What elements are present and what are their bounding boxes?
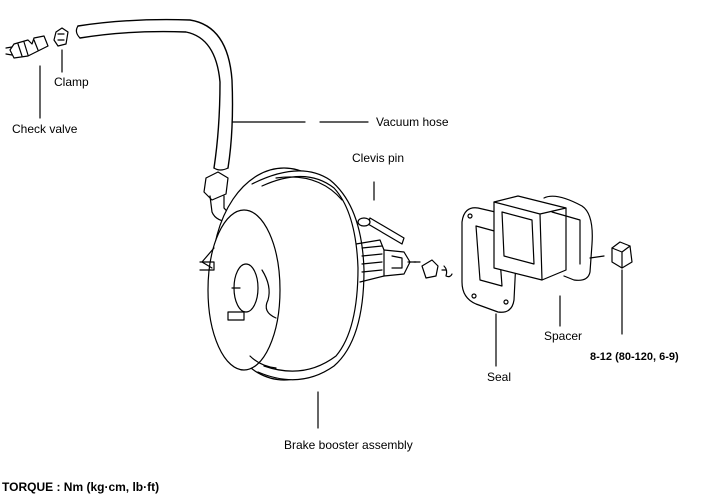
clip-parts: [413, 259, 453, 279]
clamp-part: [53, 27, 69, 47]
torque-units-note: TORQUE : Nm (kg·cm, lb·ft): [2, 480, 160, 494]
clamp-label: Clamp: [54, 75, 89, 89]
clevis-pin-label: Clevis pin: [352, 151, 405, 165]
nut-part: [589, 241, 633, 335]
vacuum-hose-label: Vacuum hose: [376, 115, 449, 129]
clevis-pin-part: [357, 181, 405, 245]
torque-value-label: 8-12 (80-120, 6-9): [590, 351, 679, 363]
spacer-label: Spacer: [544, 329, 583, 343]
brake-booster-body: [199, 167, 365, 381]
leader-lines-top: [39, 49, 63, 119]
brake-booster-label: Brake booster assembly: [284, 438, 413, 452]
spacer-part: [493, 195, 593, 327]
seal-label: Seal: [487, 370, 512, 384]
vacuum-hose-part: [75, 18, 369, 171]
check-valve-part: [5, 35, 49, 59]
push-rod: [355, 239, 417, 283]
check-valve-label: Check valve: [12, 122, 78, 136]
